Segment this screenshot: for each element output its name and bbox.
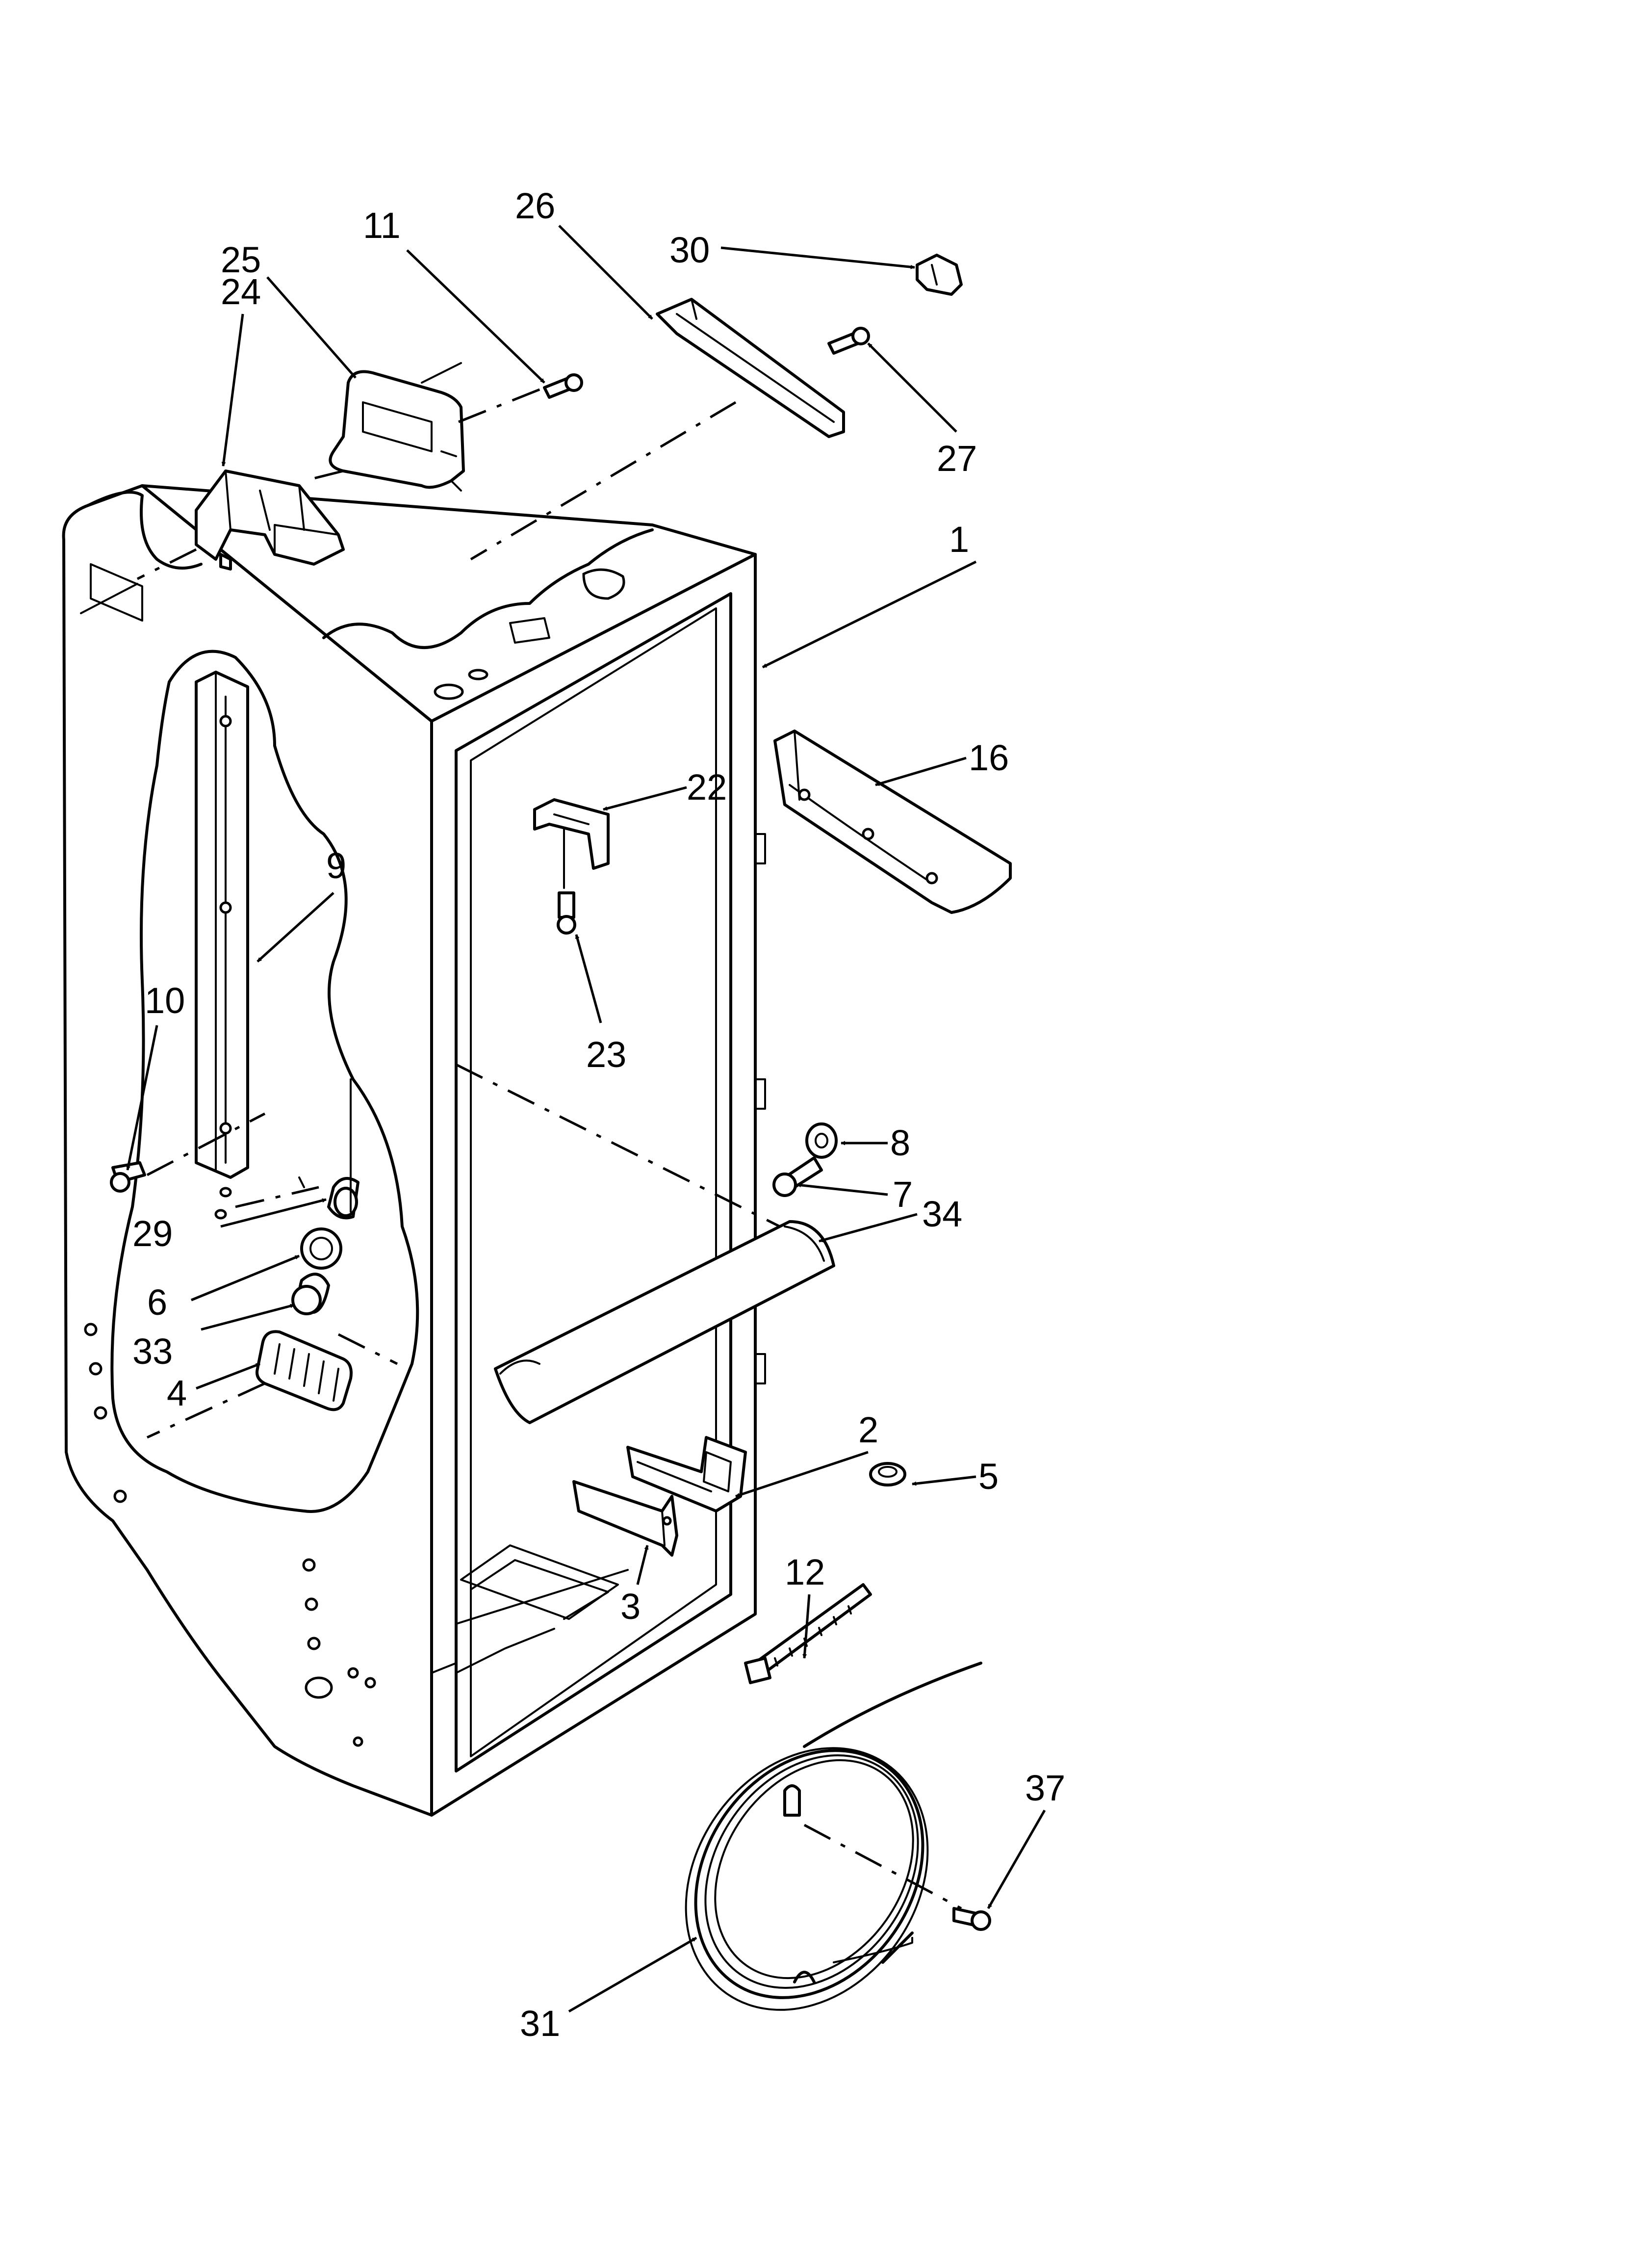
callout-6: 6	[147, 1282, 167, 1323]
part-5-plug	[869, 1462, 906, 1486]
callout-25: 25	[221, 239, 261, 280]
leader-24	[221, 313, 244, 467]
part-33-light-bulb	[291, 1273, 330, 1315]
callout-34: 34	[922, 1194, 962, 1234]
part-31-tubing-coil	[685, 1662, 982, 2011]
part-22-bracket	[533, 798, 610, 889]
leader-22	[603, 786, 687, 811]
leader-5	[912, 1475, 976, 1486]
callout-3: 3	[620, 1586, 641, 1627]
part-12-cable-tie	[744, 1583, 872, 1684]
callout-30: 30	[669, 230, 710, 270]
leader-27	[867, 342, 957, 433]
callout-labels: 1 2 3 4 5 6 7 8 9 10 11 12 16 22 23 24 2…	[132, 185, 1065, 2044]
leader-9	[257, 892, 334, 963]
callout-12: 12	[785, 1552, 825, 1592]
part-2-bracket	[626, 1436, 747, 1512]
callout-37: 37	[1025, 1768, 1065, 1808]
part-23-screw	[557, 891, 576, 935]
part-4-light-shield	[146, 1330, 398, 1439]
leader-34	[819, 1213, 918, 1243]
part-8-roller	[805, 1122, 838, 1159]
part-34-cover	[494, 1220, 835, 1424]
callout-11: 11	[363, 205, 401, 246]
callout-1: 1	[949, 519, 969, 560]
leader-25	[266, 276, 357, 379]
leader-6	[191, 1254, 300, 1302]
callout-27: 27	[937, 438, 977, 479]
part-29-light-socket	[214, 1078, 359, 1220]
leader-30	[720, 246, 915, 269]
callout-22: 22	[687, 767, 727, 808]
callout-4: 4	[167, 1373, 187, 1413]
part-3-bracket	[572, 1480, 678, 1557]
part-30-clip	[916, 254, 963, 296]
part-16-drawer-guide	[773, 730, 1012, 914]
part-26-top-rail	[470, 298, 845, 561]
leader-lines	[126, 225, 1046, 2013]
leader-29	[220, 1198, 327, 1228]
leader-7	[796, 1183, 888, 1196]
part-11-screw	[543, 373, 583, 399]
leader-31	[568, 1936, 697, 2013]
callout-10: 10	[145, 980, 185, 1021]
part-7-stud	[772, 1156, 823, 1197]
leader-4	[196, 1362, 260, 1390]
leader-23	[575, 934, 602, 1023]
callout-23: 23	[586, 1034, 626, 1075]
part-9-shelf-rail	[195, 671, 249, 1179]
leader-11	[406, 249, 545, 384]
callout-33: 33	[132, 1331, 173, 1372]
part-24-control-housing	[136, 469, 345, 580]
cabinet-liner	[62, 484, 810, 1817]
callout-8: 8	[890, 1122, 910, 1163]
leader-3	[636, 1545, 649, 1585]
callout-2: 2	[858, 1409, 878, 1450]
leader-16	[875, 756, 967, 786]
callout-5: 5	[978, 1456, 999, 1497]
leader-26	[558, 225, 653, 320]
leader-33	[201, 1303, 295, 1331]
part-25-bracket	[304, 362, 545, 492]
part-10-screw	[110, 1112, 266, 1193]
part-27-screw	[827, 327, 870, 355]
leader-12	[802, 1594, 811, 1659]
callout-9: 9	[326, 845, 346, 886]
callout-16: 16	[969, 737, 1009, 778]
callout-26: 26	[515, 185, 555, 226]
part-37-screw	[952, 1907, 991, 1931]
callout-31: 31	[520, 2003, 560, 2044]
callout-7: 7	[893, 1174, 913, 1215]
leader-10	[126, 1025, 158, 1171]
leader-2	[735, 1451, 869, 1498]
leader-37	[987, 1809, 1046, 1909]
callout-24: 24	[221, 271, 261, 312]
callout-29: 29	[132, 1213, 173, 1254]
part-6-light-housing	[300, 1227, 342, 1270]
leader-1	[762, 560, 977, 669]
